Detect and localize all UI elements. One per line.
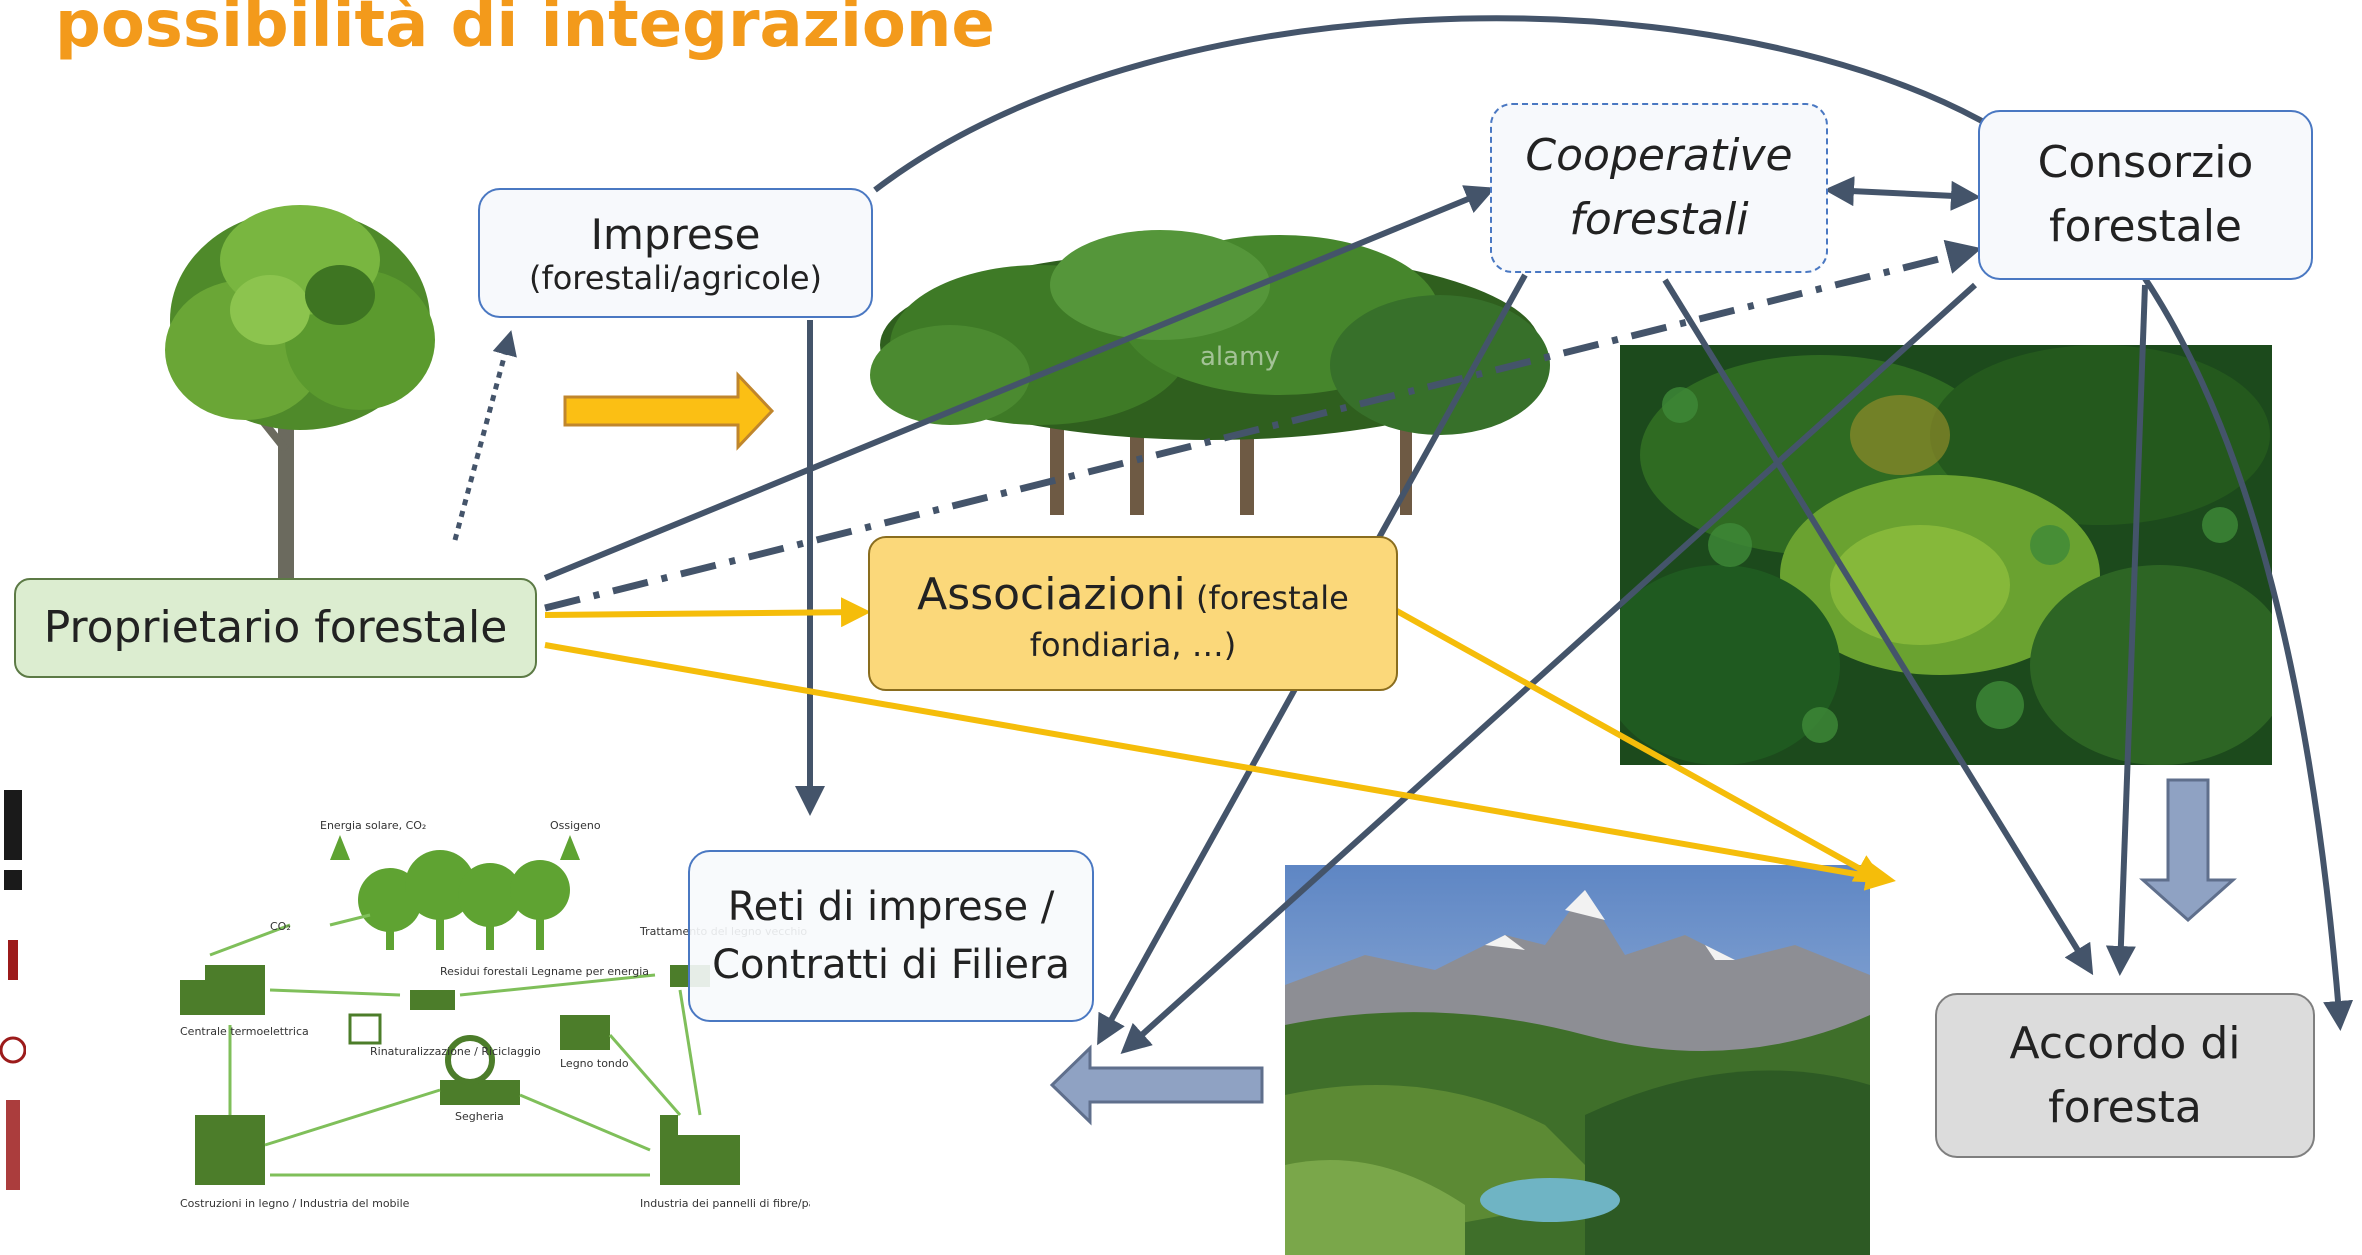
forest-aerial-photo	[1620, 345, 2272, 765]
mountain-lake-photo	[1285, 865, 1870, 1255]
label-ossigeno: Ossigeno	[550, 819, 601, 832]
arrow-proprietario-imprese	[452, 330, 517, 541]
node-imprese: Imprese (forestali/agricole)	[478, 188, 873, 318]
label-energia: Energia solare, CO₂	[320, 819, 426, 832]
arrow-proprietario-associazioni	[544, 597, 871, 628]
node-reti: Reti di imprese / Contratti di Filiera	[688, 850, 1094, 1022]
cooperative-label-2: forestali	[1569, 194, 1749, 245]
arrow-consorzio-accordo	[2105, 284, 2148, 976]
arrow-consorzio-reti	[1120, 282, 1978, 1055]
block-arrow-down	[2139, 778, 2237, 923]
arrow-associazioni-accordo	[1393, 607, 1886, 883]
accordo-label-1: Accordo di	[2009, 1017, 2241, 1069]
reti-label-2: Contratti di Filiera	[712, 942, 1070, 988]
node-proprietario: Proprietario forestale	[14, 578, 537, 678]
arrow-cooperative-accordo	[1662, 278, 2094, 976]
watermark-text: alamy	[1200, 342, 1280, 372]
label-costruzioni: Costruzioni in legno / Industria del mob…	[180, 1197, 410, 1210]
imprese-label: Imprese	[590, 209, 761, 259]
label-segheria: Segheria	[455, 1110, 504, 1123]
node-consorzio: Consorzio forestale	[1978, 110, 2313, 280]
associazioni-paren: (forestale	[1185, 578, 1349, 617]
associazioni-label: Associazioni	[917, 568, 1186, 620]
label-centrale: Centrale termoelettrica	[180, 1025, 309, 1038]
node-accordo: Accordo di foresta	[1935, 993, 2315, 1158]
cooperative-label-1: Cooperative	[1525, 130, 1793, 182]
single-tree-image	[165, 205, 435, 580]
proprietario-label: Proprietario forestale	[43, 602, 508, 654]
associazioni-line1: Associazioni (forestale	[917, 563, 1349, 627]
associazioni-line2: fondiaria, …)	[1029, 626, 1237, 665]
arrow-imprese-accordo	[873, 15, 2354, 1031]
filiera-illustration: Energia solare, CO₂ Ossigeno CO₂ Residui…	[180, 819, 810, 1210]
label-rinaturalizzazione: Rinaturalizzazione / Riciclaggio	[370, 1045, 541, 1058]
page-title: possibilità di integrazione	[55, 0, 995, 62]
arrow-proprietario-cooperative	[543, 185, 1496, 581]
node-cooperative: Cooperative forestali	[1490, 103, 1828, 273]
reti-label-1: Reti di imprese /	[727, 884, 1055, 930]
node-associazioni: Associazioni (forestale fondiaria, …)	[868, 536, 1398, 691]
arrow-proprietario-consorzio	[544, 239, 1982, 612]
accordo-label-2: foresta	[2048, 1081, 2202, 1133]
consorzio-label-2: forestale	[2048, 201, 2243, 252]
label-residui: Residui forestali Legname per energia	[440, 965, 649, 978]
block-arrow-left	[1049, 1044, 1264, 1126]
label-industria: Industria dei pannelli di fibre/particel…	[640, 1197, 810, 1210]
arrow-proprietario-accordo	[544, 642, 1896, 891]
trees-group-image: alamy	[870, 230, 1550, 515]
consorzio-label-1: Consorzio	[2037, 137, 2254, 189]
block-arrow-right	[563, 371, 775, 451]
label-co2: CO₂	[270, 920, 291, 933]
arrow-cooperative-consorzio	[1824, 176, 1981, 211]
label-legno-tondo: Legno tondo	[560, 1057, 629, 1070]
university-logo	[0, 790, 26, 1190]
imprese-sublabel: (forestali/agricole)	[528, 258, 823, 297]
